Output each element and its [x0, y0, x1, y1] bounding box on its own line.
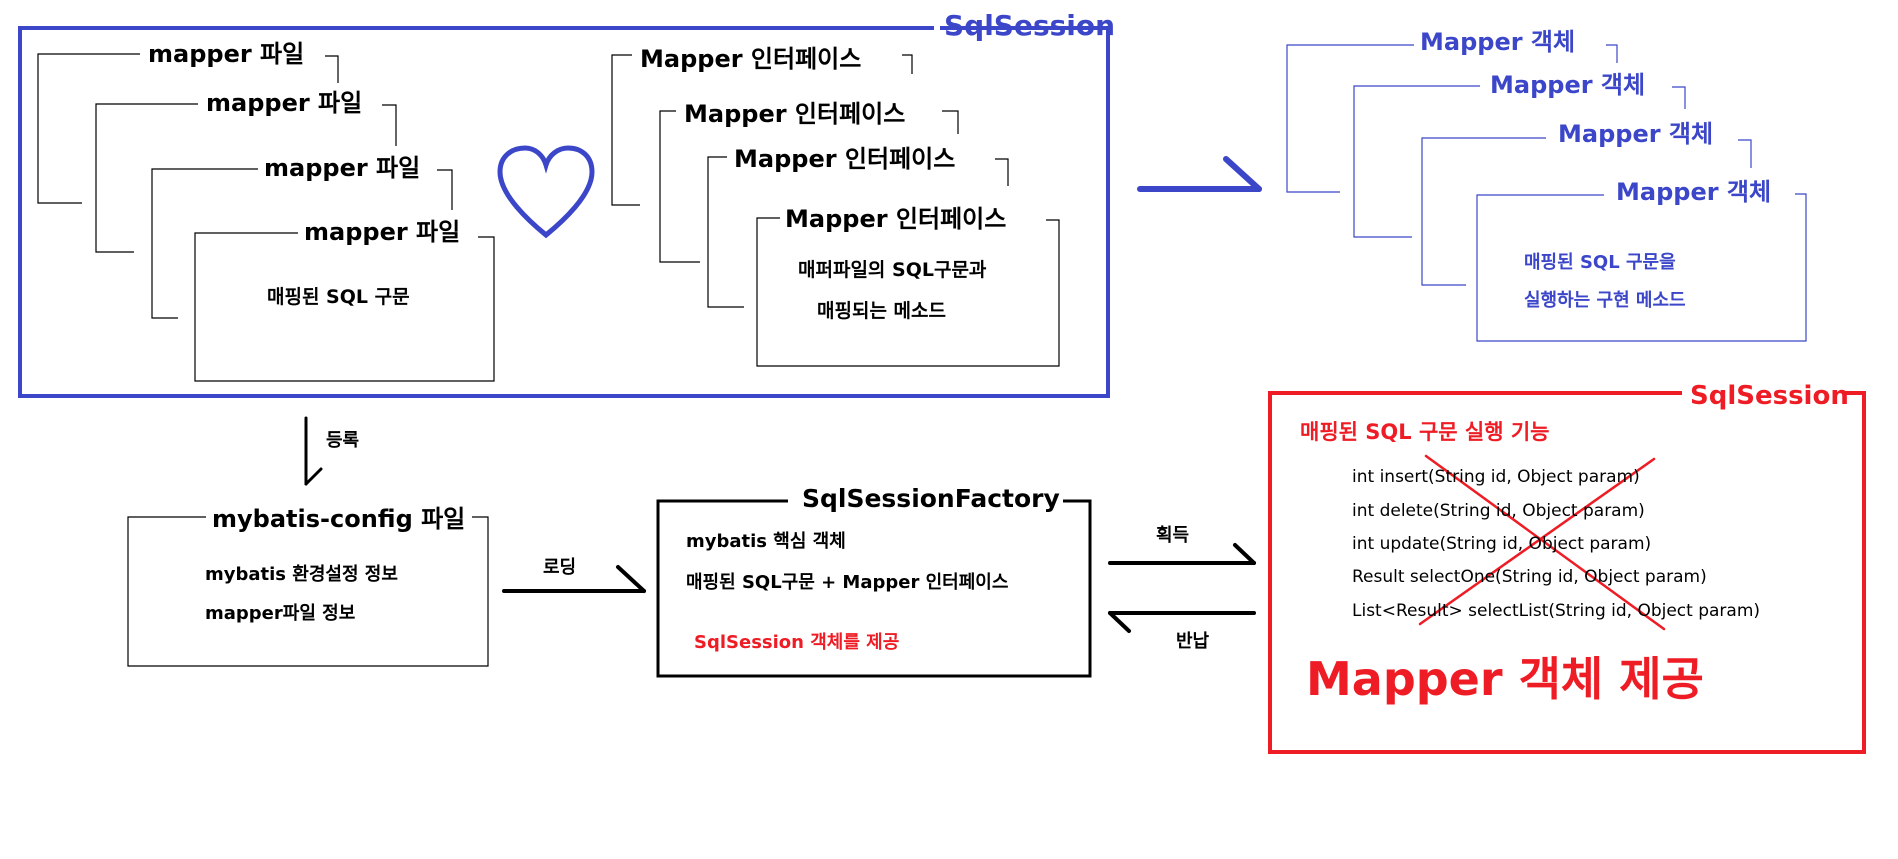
mapper-object-title-3: Mapper 객체	[1558, 120, 1714, 148]
config-line2: mapper파일 정보	[205, 603, 356, 624]
sqlsession-top-label: SqlSession	[944, 9, 1116, 42]
mapper-file-bracket-2-tick	[382, 104, 397, 146]
heart-icon	[497, 145, 595, 239]
return-label: 반납	[1176, 631, 1210, 652]
factory-box	[656, 499, 1092, 678]
interface-bracket-3	[707, 156, 744, 308]
mapper-interface-title-1: Mapper 인터페이스	[640, 45, 862, 73]
mapper-object-provide-label: Mapper 객체 제공	[1306, 652, 1704, 706]
config-box	[127, 516, 489, 667]
method-delete: int delete(String id, Object param)	[1352, 501, 1645, 521]
mapper-file-title-3: mapper 파일	[264, 154, 421, 182]
sqlsession-bottom-label: SqlSession	[1690, 381, 1849, 411]
mapper-file-box	[194, 232, 495, 382]
mapper-file-bracket-1	[37, 53, 140, 204]
interface-box	[756, 217, 1060, 367]
mapper-file-body: 매핑된 SQL 구문	[267, 286, 410, 308]
mapper-file-title-1: mapper 파일	[148, 40, 305, 68]
return-arrow	[1108, 611, 1256, 633]
factory-line3: SqlSession 객체를 제공	[694, 632, 900, 653]
config-line1: mybatis 환경설정 정보	[205, 564, 398, 585]
object-bracket-2-tick	[1672, 86, 1686, 109]
object-bracket-3	[1421, 137, 1546, 286]
object-bracket-3-tick	[1738, 139, 1752, 168]
register-label: 등록	[326, 430, 360, 451]
factory-line1: mybatis 핵심 객체	[686, 531, 846, 552]
sqlsession-top-box	[18, 26, 1110, 398]
factory-title: SqlSessionFactory	[802, 484, 1060, 513]
interface-bracket-2	[659, 110, 700, 263]
arrow-to-mapper-objects	[1137, 156, 1262, 192]
mapper-object-body-line2: 실행하는 구현 메소드	[1524, 290, 1686, 311]
object-box	[1476, 193, 1807, 342]
loading-arrow	[502, 565, 646, 593]
mapper-file-stack	[37, 53, 495, 382]
mapper-object-stack	[1286, 44, 1807, 342]
interface-bracket-1	[611, 54, 640, 206]
mapper-file-bracket-1-tick	[325, 55, 339, 83]
interface-bracket-1-tick	[902, 54, 913, 74]
method-insert: int insert(String id, Object param)	[1352, 467, 1640, 487]
register-arrow	[304, 416, 323, 486]
config-title: mybatis-config 파일	[212, 505, 466, 533]
mapper-interface-stack	[611, 54, 1060, 367]
object-bracket-2	[1353, 85, 1480, 238]
cross-out-mark	[1418, 454, 1666, 631]
method-select-list: List<Result> selectList(String id, Objec…	[1352, 601, 1761, 621]
mapper-file-bracket-3-tick	[437, 169, 453, 210]
factory-line2: 매핑된 SQL구문 + Mapper 인터페이스	[686, 572, 1009, 593]
sqlsession-heading: 매핑된 SQL 구문 실행 기능	[1300, 420, 1550, 444]
mapper-object-title-2: Mapper 객체	[1490, 71, 1646, 99]
method-update: int update(String id, Object param)	[1352, 534, 1652, 554]
method-select-one: Result selectOne(String id, Object param…	[1352, 567, 1707, 587]
mapper-interface-title-4: Mapper 인터페이스	[785, 205, 1007, 233]
mapper-object-title-4: Mapper 객체	[1616, 178, 1772, 206]
sqlsession-bottom-box	[1268, 391, 1866, 754]
mapper-object-body-line1: 매핑된 SQL 구문을	[1524, 252, 1676, 273]
loading-label: 로딩	[543, 557, 577, 578]
mapper-interface-title-3: Mapper 인터페이스	[734, 145, 956, 173]
mapper-file-bracket-3	[151, 168, 258, 319]
object-bracket-1	[1286, 44, 1414, 193]
mapper-file-bracket-2	[95, 103, 198, 253]
acquire-arrow	[1108, 543, 1256, 565]
acquire-label: 획득	[1156, 525, 1190, 546]
object-bracket-1-tick	[1606, 44, 1618, 63]
mapper-interface-title-2: Mapper 인터페이스	[684, 100, 906, 128]
mapper-file-title-4: mapper 파일	[304, 218, 461, 246]
interface-bracket-2-tick	[942, 110, 959, 134]
interface-body-line2: 매핑되는 메소드	[817, 300, 946, 322]
mapper-file-title-2: mapper 파일	[206, 89, 363, 117]
mapper-object-title-1: Mapper 객체	[1420, 28, 1576, 56]
interface-bracket-3-tick	[995, 158, 1009, 186]
interface-body-line1: 매퍼파일의 SQL구문과	[798, 259, 987, 281]
